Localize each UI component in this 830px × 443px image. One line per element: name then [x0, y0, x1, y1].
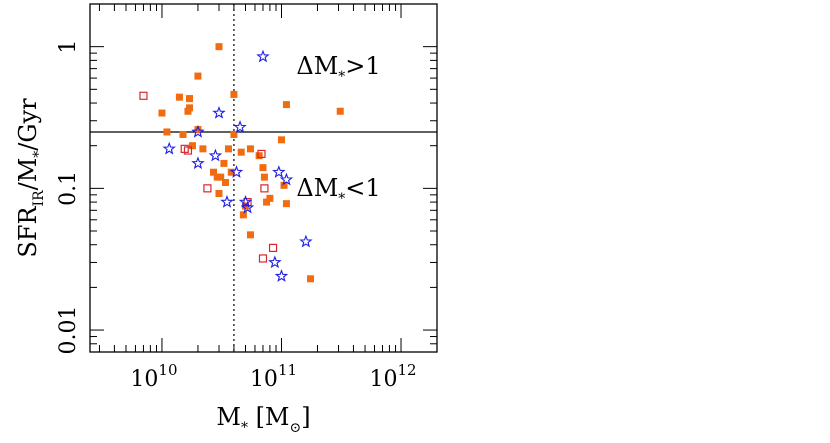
open-square-point: [203, 184, 212, 193]
filled-square-point: [158, 109, 166, 117]
open-square-point: [260, 184, 269, 193]
y-label-sub2: *: [31, 151, 47, 158]
filled-square-point: [199, 145, 207, 153]
star-point: [229, 165, 244, 178]
star-point: [233, 120, 247, 133]
filled-square-point: [246, 231, 254, 239]
filled-square-point: [184, 107, 192, 115]
filled-square-point: [246, 145, 254, 153]
filled-square-point: [280, 181, 288, 189]
y-axis-label: SFRIR/M*/Gyr: [14, 98, 47, 258]
x-tick-label: 1010: [130, 361, 177, 392]
open-square-point: [139, 91, 148, 100]
open-square-point: [257, 149, 266, 159]
annotation-sub: *: [338, 191, 345, 207]
x-tick-exponent: 11: [278, 361, 297, 379]
plot-frame: [89, 3, 438, 353]
filled-square-point: [263, 198, 271, 206]
y-label-tail: /Gyr: [14, 98, 42, 151]
star-point: [279, 172, 294, 186]
filled-square-point: [220, 159, 228, 167]
y-label-main: SFR: [14, 206, 42, 258]
y-tick-label: 0.01: [56, 306, 81, 355]
reference-lines: [90, 4, 437, 352]
filled-square-point: [221, 178, 229, 186]
star-point: [191, 124, 205, 138]
annotation: ΔM*>1: [296, 52, 380, 85]
y-label-rest: /M: [14, 158, 42, 191]
filled-square-point: [237, 148, 245, 156]
annotations: ΔM*>1ΔM*<1: [296, 52, 380, 207]
star-point: [268, 255, 282, 269]
x-label-unit-open: [M: [248, 403, 290, 431]
open-square-point: [258, 254, 268, 263]
annotation-prefix: ΔM: [296, 174, 338, 202]
annotation-sub: *: [338, 69, 345, 85]
filled-square-point: [277, 136, 285, 144]
filled-square-point: [230, 130, 238, 138]
filled-square-point: [215, 189, 223, 197]
filled-square-point: [163, 128, 171, 136]
x-tick-exponent: 12: [397, 361, 416, 379]
filled-square-point: [217, 173, 225, 181]
filled-square-point: [266, 194, 274, 202]
x-tick-exponent: 10: [158, 361, 177, 379]
star-point: [238, 194, 253, 208]
filled-square-point: [227, 168, 235, 176]
annotation-suffix: <1: [345, 174, 380, 202]
filled-square-point: [224, 145, 232, 153]
x-tick-base: 10: [250, 367, 278, 392]
annotation-suffix: >1: [345, 52, 380, 80]
filled-square-point: [307, 275, 315, 283]
star-point: [256, 49, 270, 63]
filled-square-point: [239, 211, 247, 219]
y-tick-label: 0.1: [56, 171, 81, 206]
x-label-sub: *: [241, 420, 248, 436]
star-point: [212, 105, 226, 119]
filled-square-point: [175, 93, 183, 101]
star-point: [162, 141, 176, 155]
y-tick-label: 1: [56, 40, 81, 54]
filled-square-point: [255, 152, 263, 160]
x-label-unit-close: ]: [301, 403, 310, 431]
filled-square-point: [188, 142, 196, 150]
star-point: [191, 156, 205, 170]
x-tick-base: 10: [369, 367, 397, 392]
star-point: [208, 148, 223, 162]
data-points: [139, 43, 344, 283]
star-point: [299, 234, 313, 248]
x-axis-label: M* [M⊙]: [216, 403, 310, 436]
axis-ticks: [90, 3, 438, 353]
filled-square-point: [336, 107, 344, 115]
x-tick-label: 1011: [250, 361, 297, 392]
x-tick-label: 1012: [369, 361, 416, 392]
filled-square-point: [215, 43, 223, 51]
x-label-unit-sub: ⊙: [290, 420, 302, 436]
filled-square-point: [194, 126, 202, 134]
open-square-point: [268, 243, 278, 252]
filled-square-point: [194, 72, 202, 80]
filled-square-point: [179, 130, 187, 138]
filled-square-point: [282, 200, 290, 208]
filled-square-point: [230, 90, 238, 98]
y-label-sub: IR: [31, 190, 47, 207]
filled-square-point: [210, 168, 218, 176]
open-square-point: [183, 146, 193, 155]
filled-square-point: [260, 173, 268, 181]
annotation: ΔM*<1: [296, 174, 380, 207]
annotation-prefix: ΔM: [296, 52, 338, 80]
x-tick-base: 10: [130, 367, 158, 392]
star-point: [272, 165, 286, 178]
filled-square-point: [259, 164, 267, 172]
filled-square-point: [186, 95, 194, 103]
filled-square-point: [282, 101, 290, 109]
star-point: [240, 200, 255, 214]
star-point: [274, 269, 289, 282]
x-label-main: M: [216, 403, 241, 431]
star-point: [220, 195, 234, 208]
